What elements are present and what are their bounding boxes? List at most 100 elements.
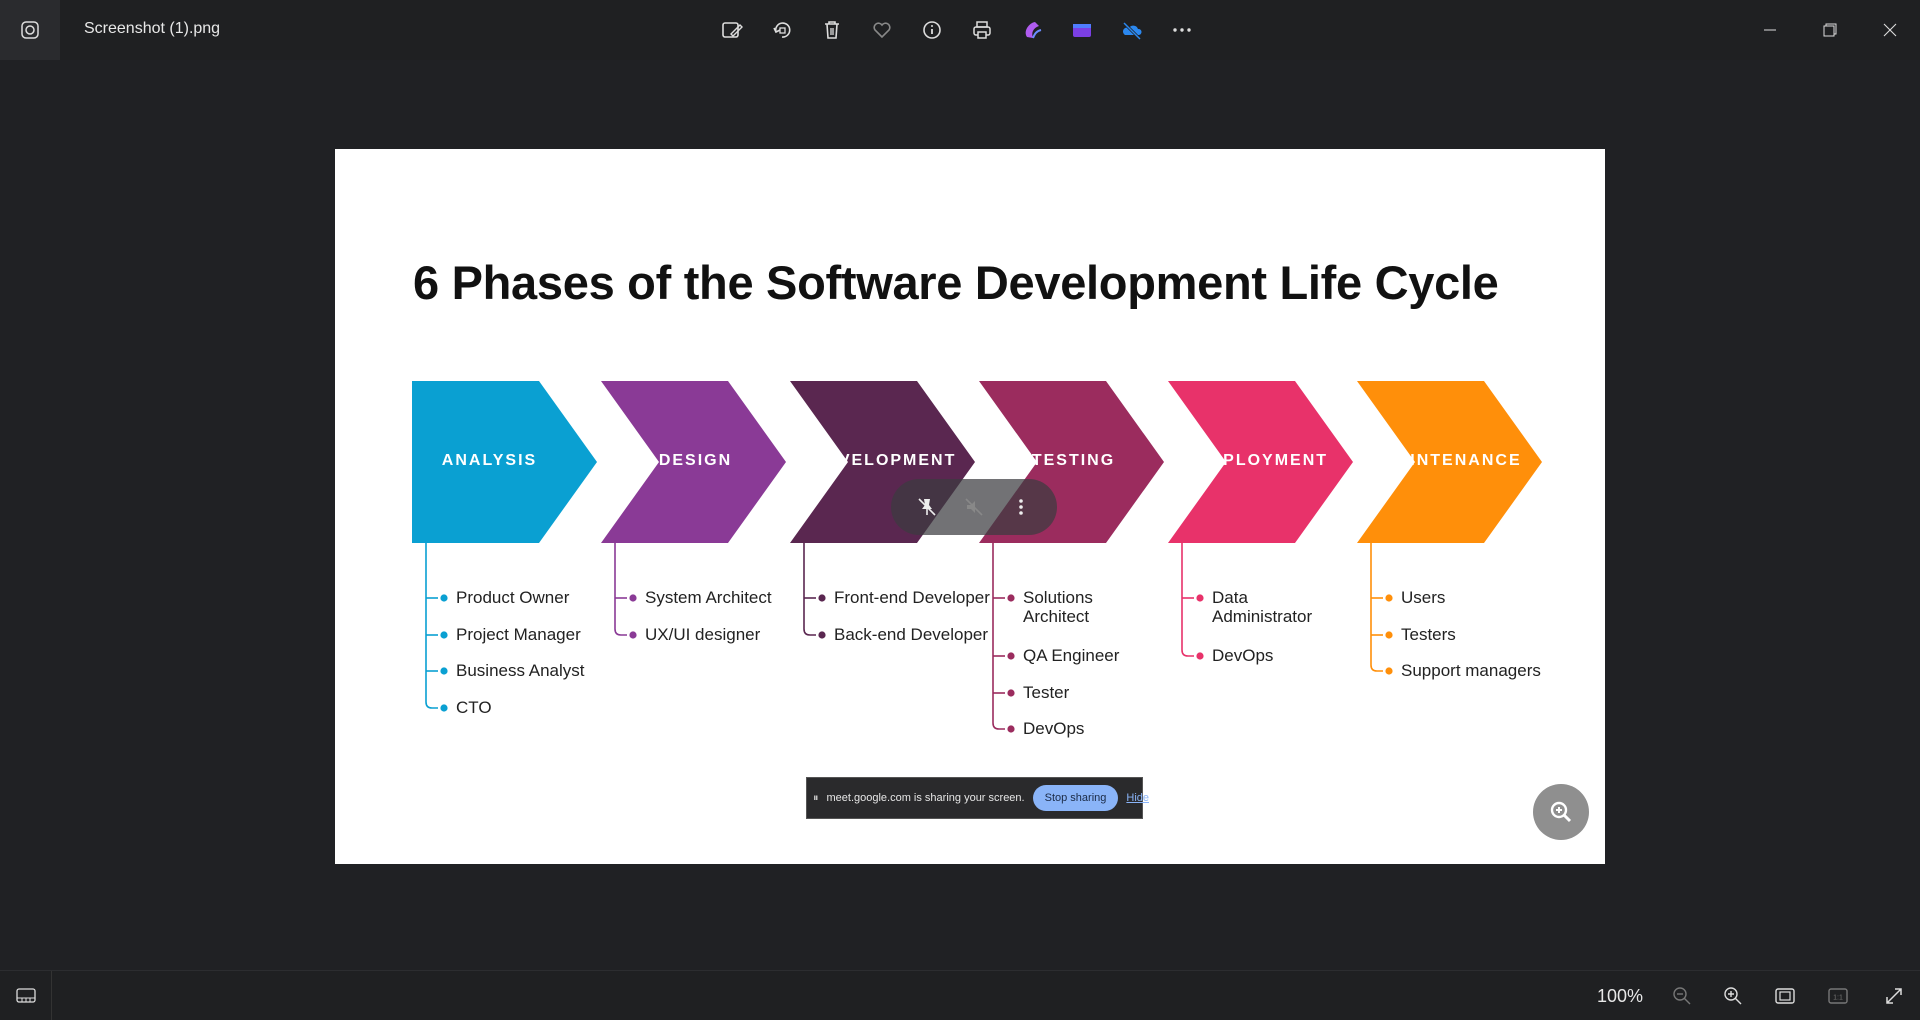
more-button[interactable]	[1164, 12, 1200, 48]
info-button[interactable]	[914, 12, 950, 48]
slide-title: 6 Phases of the Software Development Lif…	[413, 256, 1499, 309]
role-item: DevOps	[1023, 719, 1085, 738]
minimize-button[interactable]	[1740, 0, 1800, 60]
role-bullet	[1007, 594, 1015, 602]
delete-button[interactable]	[814, 12, 850, 48]
actual-size-button[interactable]: 1:1	[1820, 978, 1856, 1014]
edit-image-icon	[722, 22, 743, 38]
role-bullet	[440, 667, 448, 675]
more-icon	[1173, 28, 1191, 32]
fit-to-window-button[interactable]	[1767, 978, 1803, 1014]
role-item: Project Manager	[456, 625, 581, 644]
zoom-out-icon	[1673, 987, 1691, 1005]
phase-label-analysis: ANALYSIS	[441, 452, 538, 469]
zoom-out-button[interactable]	[1664, 978, 1700, 1014]
phase-chevron-analysis	[412, 381, 597, 543]
favorite-button[interactable]	[864, 12, 900, 48]
vertical-more-icon	[1019, 499, 1024, 515]
toolbar	[714, 12, 1200, 48]
print-icon	[973, 21, 991, 39]
fullscreen-button[interactable]	[1876, 978, 1912, 1014]
phase-label-maintenance: MAINTENANCE	[1381, 452, 1522, 469]
pin-off-icon	[918, 498, 936, 516]
phase-chevron-deployment	[1168, 381, 1353, 543]
print-button[interactable]	[964, 12, 1000, 48]
role-connector-line	[614, 543, 627, 636]
role-bullet	[629, 631, 637, 639]
onedrive-button[interactable]	[1114, 12, 1150, 48]
role-item: Support managers	[1401, 661, 1541, 680]
svg-text:1:1: 1:1	[1833, 995, 1843, 1002]
mute-button[interactable]	[956, 489, 992, 525]
zoom-in-icon	[1724, 987, 1742, 1005]
delete-icon	[825, 21, 839, 39]
role-bullet	[1196, 652, 1204, 660]
role-item: Data Administrator	[1212, 588, 1313, 626]
image-viewer[interactable]: 6 Phases of the Software Development Lif…	[0, 60, 1920, 970]
role-bullet	[1007, 652, 1015, 660]
zoom-in-icon	[1550, 801, 1572, 823]
title-bar: Screenshot (1).png	[0, 0, 1920, 60]
role-item: System Architect	[645, 588, 772, 607]
role-bullet	[440, 631, 448, 639]
actual-size-icon: 1:1	[1828, 988, 1848, 1004]
filmstrip-button[interactable]	[0, 971, 52, 1020]
share-notice: meet.google.com is sharing your screen.	[826, 792, 1025, 804]
hide-link[interactable]: Hide	[1126, 792, 1149, 804]
clipchamp-button[interactable]	[1064, 12, 1100, 48]
zoom-level[interactable]: 100%	[1597, 986, 1644, 1006]
role-item: Solutions Architect	[1023, 588, 1093, 626]
clipchamp-icon	[1073, 24, 1091, 37]
stop-sharing-button[interactable]: Stop sharing	[1032, 785, 1119, 811]
role-item: Front-end Developer	[834, 588, 990, 607]
role-bullet	[1385, 667, 1393, 675]
close-icon	[1883, 23, 1897, 37]
close-button[interactable]	[1860, 0, 1920, 60]
phase-label-testing: TESTING	[1031, 452, 1116, 469]
displayed-image: 6 Phases of the Software Development Lif…	[335, 149, 1605, 864]
photos-icon	[21, 21, 39, 39]
role-bullet	[1007, 689, 1015, 697]
onedrive-icon	[1122, 21, 1142, 41]
phase-label-design: DESIGN	[658, 452, 733, 469]
role-item: QA Engineer	[1023, 646, 1120, 665]
rotate-icon	[773, 22, 791, 38]
app-icon[interactable]	[0, 0, 60, 60]
window-controls	[1740, 0, 1920, 60]
rotate-button[interactable]	[764, 12, 800, 48]
phase-label-deployment: DEPLOYMENT	[1196, 452, 1329, 469]
sound-off-icon	[965, 498, 983, 516]
edit-image-button[interactable]	[714, 12, 750, 48]
role-item: Back-end Developer	[834, 625, 989, 644]
pin-off-button[interactable]	[909, 489, 945, 525]
phase-chevron-design	[601, 381, 786, 543]
role-item: Product Owner	[456, 588, 570, 607]
meet-more-button[interactable]	[1003, 489, 1039, 525]
role-item: Business Analyst	[456, 661, 585, 680]
role-connector-line	[425, 543, 438, 709]
role-bullet	[1385, 594, 1393, 602]
role-item: UX/UI designer	[645, 625, 761, 644]
restore-button[interactable]	[1800, 0, 1860, 60]
expand-icon	[1886, 988, 1902, 1004]
copilot-icon	[1025, 22, 1042, 39]
role-bullet	[818, 594, 826, 602]
role-item: DevOps	[1212, 646, 1274, 665]
copilot-button[interactable]	[1014, 12, 1050, 48]
role-bullet	[629, 594, 637, 602]
meet-floating-controls	[891, 479, 1057, 535]
drag-handle-icon[interactable]: ⏸	[813, 791, 819, 804]
info-icon	[923, 21, 941, 39]
fit-window-icon	[1775, 988, 1795, 1004]
phase-chevron-maintenance	[1357, 381, 1542, 543]
role-connector-line	[1370, 543, 1383, 672]
zoom-in-button[interactable]	[1715, 978, 1751, 1014]
status-bar: 100% 1:1	[0, 970, 1920, 1020]
phase-label-development: DEVELOPMENT	[812, 452, 957, 469]
role-item: CTO	[456, 698, 492, 717]
zoom-fab-button[interactable]	[1533, 784, 1589, 840]
restore-icon	[1823, 23, 1837, 37]
heart-icon	[873, 22, 891, 39]
role-item: Users	[1401, 588, 1446, 607]
